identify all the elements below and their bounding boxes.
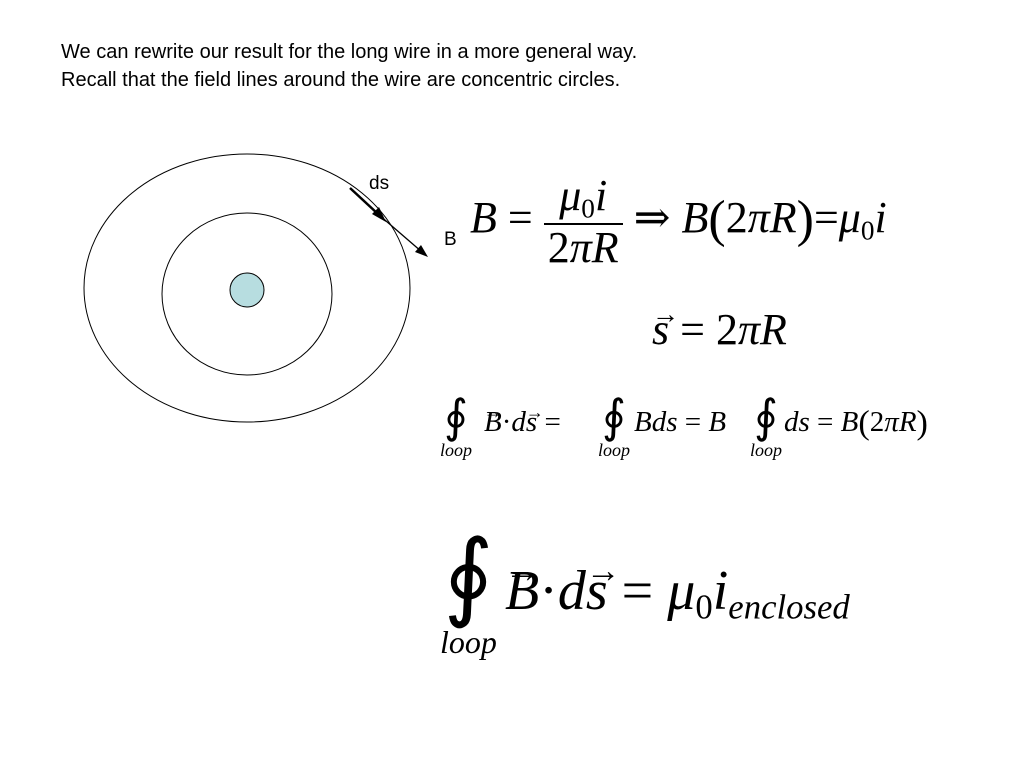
eq2-s-vector: s	[652, 284, 669, 360]
intro-line-1: We can rewrite our result for the long w…	[61, 41, 638, 63]
eq3-dot: ·	[501, 406, 512, 438]
eq4-equals: =	[621, 560, 654, 622]
eq1-i-b: i	[874, 193, 887, 242]
eq2-two: 2	[715, 305, 738, 354]
eq3-loop-1: loop	[440, 440, 473, 460]
eq4-loop: loop	[440, 624, 497, 660]
eq3-equals-3: =	[817, 406, 834, 438]
eq4-i: i	[712, 560, 729, 622]
eq4-body: B·ds = μ0ienclosed	[505, 536, 850, 643]
eq1-lparen: (	[708, 191, 726, 249]
eq1-R-b: R	[769, 193, 797, 242]
eq1-mu: μ	[559, 170, 582, 220]
eq1-mu-b: μ	[838, 193, 861, 242]
eq1-two-b: 2	[725, 193, 748, 242]
eq4-mu: μ	[667, 560, 696, 622]
eq3-s-vector: s	[526, 392, 538, 442]
eq3-B-2: B	[840, 406, 859, 438]
eq3-B: B	[708, 406, 727, 438]
b-label: B	[444, 229, 457, 250]
eq1-pi-b: π	[747, 193, 770, 242]
eq4-zero: 0	[695, 587, 713, 627]
eq3-d: d	[511, 406, 526, 438]
eq4-integral: ∮ loop	[440, 522, 497, 661]
eq3-term-3: ds = B(2πR)	[784, 402, 928, 444]
eq3-two: 2	[869, 406, 885, 438]
eq3-term-1: B·ds =	[484, 392, 561, 442]
eq2-R: R	[760, 305, 787, 354]
eq3-integral-3: ∮ loop	[750, 391, 783, 461]
b-arrow	[377, 213, 423, 253]
eq1-two: 2	[547, 222, 570, 272]
equation-ampere-long-wire: B = μ0i 2πR ⇒ B(2πR)=μ0i	[470, 158, 887, 278]
eq3-equals-1: =	[544, 406, 561, 438]
eq1-fraction: μ0i 2πR	[543, 170, 623, 272]
eq3-Bds: Bds	[634, 406, 678, 438]
eq2-equals: =	[680, 305, 705, 354]
eq3-loop-2: loop	[598, 440, 631, 460]
wire-cross-section	[229, 272, 265, 308]
eq3-lparen: (	[858, 404, 870, 442]
eq3-loop-3: loop	[750, 440, 783, 460]
eq1-R: R	[591, 222, 619, 272]
eq4-enclosed: enclosed	[728, 587, 850, 627]
eq3-rparen: )	[916, 404, 928, 442]
eq1-zero: 0	[581, 193, 595, 224]
eq3-B-vector: B	[484, 392, 502, 442]
eq4-d: d	[557, 560, 586, 622]
ds-arrow	[349, 187, 379, 215]
eq4-dot: ·	[539, 560, 558, 622]
eq1-i: i	[594, 170, 608, 220]
inner-field-line	[161, 212, 333, 376]
eq3-term-2: Bds = B	[634, 402, 726, 442]
eq1-zero-b: 0	[860, 215, 875, 246]
eq1-B: B	[470, 193, 497, 242]
b-arrow-head	[415, 245, 428, 257]
eq1-pi: π	[569, 222, 592, 272]
equation-path-length: s = 2πR	[652, 284, 787, 360]
outer-field-line	[83, 153, 411, 423]
eq1-rparen: )	[796, 191, 814, 249]
intro-text: We can rewrite our result for the long w…	[61, 38, 637, 94]
intro-line-2: Recall that the field lines around the w…	[61, 69, 621, 91]
eq4-s-vector: s	[586, 536, 608, 626]
eq2-pi: π	[737, 305, 760, 354]
eq1-denominator: 2πR	[544, 222, 623, 272]
eq3-integral-2: ∮ loop	[598, 391, 631, 461]
eq3-pi: π	[884, 406, 899, 438]
eq1-numerator: μ0i	[543, 170, 623, 225]
eq3-equals-2: =	[684, 406, 702, 438]
eq1-equals: =	[507, 193, 533, 242]
eq1-implies: ⇒	[633, 193, 671, 242]
eq3-ds: ds	[784, 406, 810, 438]
eq3-R: R	[898, 406, 917, 438]
eq1-B2: B	[681, 193, 709, 242]
eq1-equals-b: =	[813, 193, 839, 242]
ds-label: ds	[369, 173, 390, 194]
eq4-B-vector: B	[505, 536, 539, 626]
eq3-integral-1: ∮ loop	[440, 391, 473, 461]
